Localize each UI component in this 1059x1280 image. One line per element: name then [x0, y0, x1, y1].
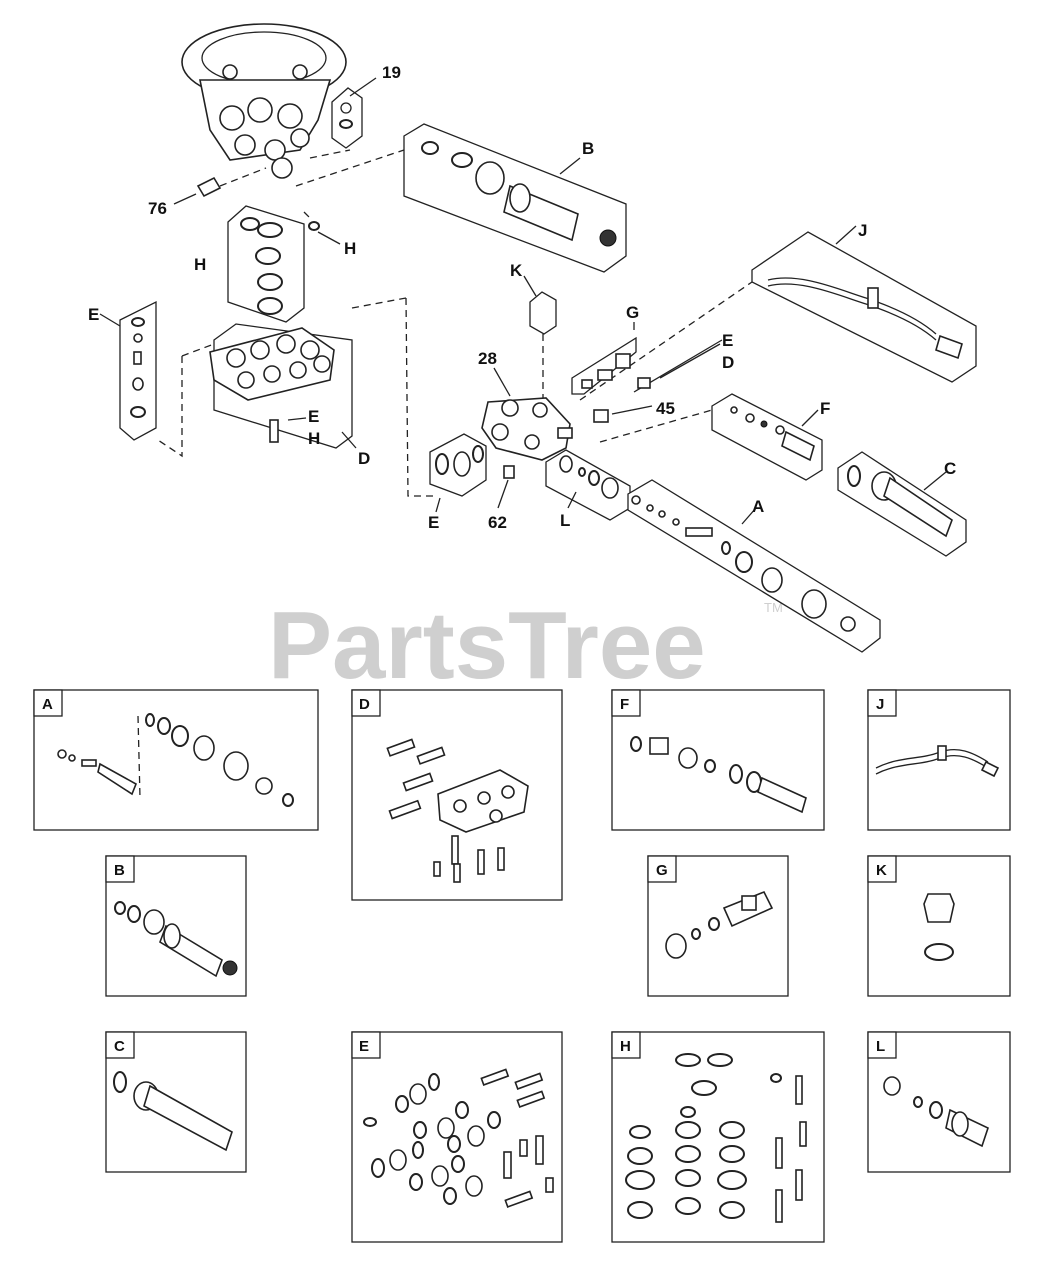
callout-a: A [752, 497, 764, 516]
pump-manifold-top [181, 23, 347, 179]
kit-box-h: H [611, 1031, 825, 1243]
pump-body-28 [481, 397, 573, 461]
callout-e-rod: E [722, 331, 733, 350]
part-45 [593, 409, 609, 423]
kit-label-e: E [359, 1038, 369, 1055]
panel-h-seals [240, 217, 283, 315]
panel-e-left [119, 300, 157, 441]
small-o-ring-h [308, 221, 320, 231]
panel-j [751, 231, 977, 383]
panel-e-lower-parts [435, 445, 484, 477]
callout-labels: 19 B 76 H H J K G E D 28 45 F E E H D C … [88, 63, 956, 532]
kit-box-f: F [611, 689, 825, 831]
watermark-trademark: TM [764, 600, 783, 615]
callout-62: 62 [488, 513, 507, 532]
callout-b: B [582, 139, 594, 158]
kit-label-a: A [42, 696, 53, 713]
kit-box-a: A [33, 689, 319, 831]
panel-b-parts [421, 141, 617, 247]
callout-45: 45 [656, 399, 675, 418]
callout-19: 19 [382, 63, 401, 82]
panel-l-parts [559, 455, 619, 499]
callout-f: F [820, 399, 830, 418]
kit-box-d: D [351, 689, 563, 901]
panel-g-parts [581, 353, 631, 389]
watermark-text: PartsTree [268, 592, 706, 699]
kit-label-j: J [876, 696, 884, 713]
callout-c: C [944, 459, 956, 478]
callout-28: 28 [478, 349, 497, 368]
callout-j: J [858, 221, 867, 240]
part-76 [196, 176, 222, 198]
callout-h-bolt: H [308, 429, 320, 448]
kit-box-c: C [105, 1031, 247, 1173]
kit-label-f: F [620, 696, 629, 713]
callout-e-left: E [88, 305, 99, 324]
kit-box-k: K [867, 855, 1011, 997]
kit-label-c: C [114, 1038, 125, 1055]
part-ed-fitting [637, 377, 651, 389]
panel-j-hose [767, 277, 963, 360]
callout-h-left: H [194, 255, 206, 274]
callout-d-rod: D [722, 353, 734, 372]
pump-block [209, 327, 335, 443]
kit-label-l: L [876, 1038, 885, 1055]
kit-box-e: E [351, 1031, 563, 1243]
panel-c-parts [847, 465, 953, 538]
panel-f [711, 393, 823, 481]
callout-76: 76 [148, 199, 167, 218]
part-62 [503, 465, 515, 479]
kit-box-b: B [105, 855, 247, 997]
callout-h-small: H [344, 239, 356, 258]
kit-box-l: L [867, 1031, 1011, 1173]
callout-l: L [560, 511, 570, 530]
panel-f-parts [730, 406, 815, 462]
callout-e-bolt: E [308, 407, 319, 426]
kit-box-g: G [647, 855, 789, 997]
panel-a-parts [631, 495, 856, 632]
kit-label-b: B [114, 862, 125, 879]
callout-k: K [510, 261, 523, 280]
panel-e-left-parts [130, 317, 146, 418]
kit-label-g: G [656, 862, 668, 879]
panel-k [529, 291, 557, 335]
part-19-panel [331, 87, 363, 149]
kit-label-k: K [876, 862, 887, 879]
callout-d: D [358, 449, 370, 468]
callout-e-lower: E [428, 513, 439, 532]
callout-g: G [626, 303, 639, 322]
kit-box-j: J [867, 689, 1011, 831]
kit-label-d: D [359, 696, 370, 713]
kit-label-h: H [620, 1038, 631, 1055]
